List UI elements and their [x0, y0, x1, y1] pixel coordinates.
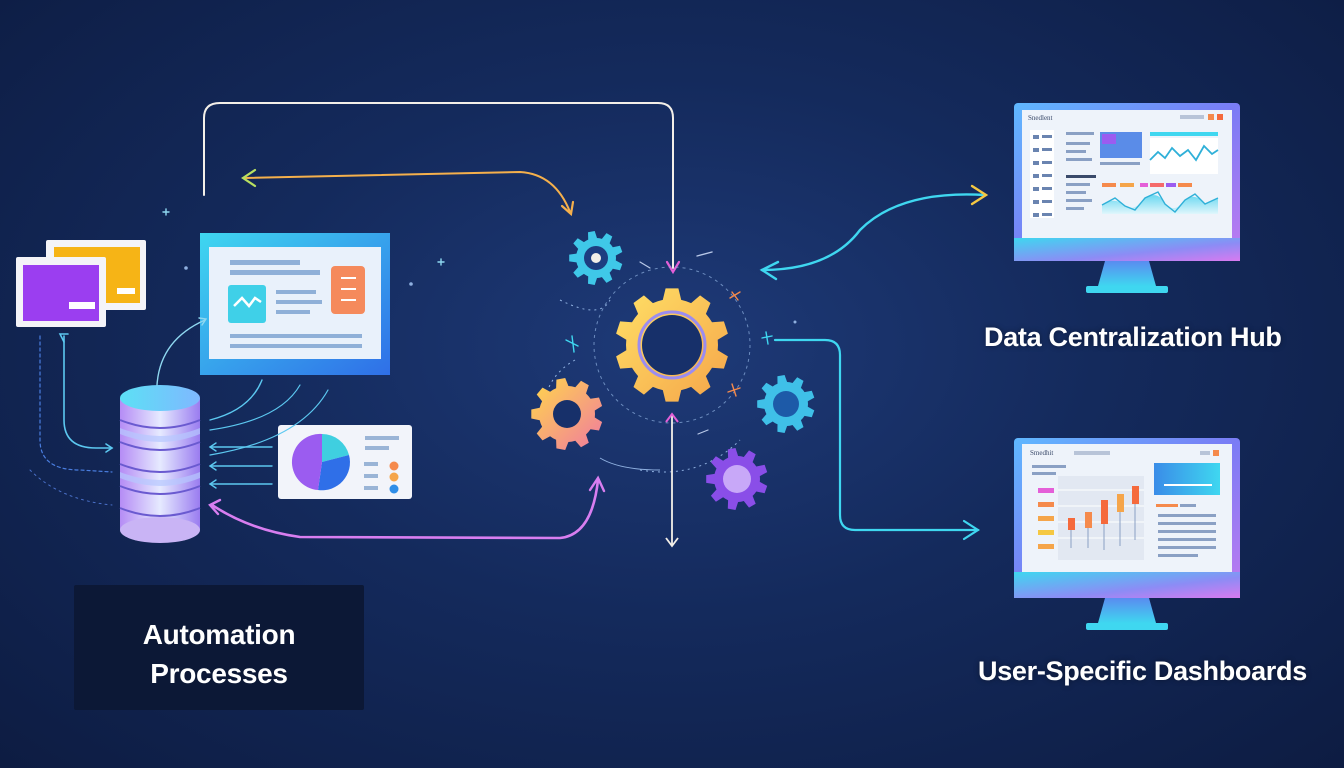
- dashboard-screen-brand: Smedhit: [1030, 449, 1053, 457]
- database-icon: [119, 385, 201, 543]
- automation-label-line-2: Processes: [150, 658, 288, 689]
- monitor-icon: Snedlent: [1014, 103, 1240, 293]
- data-centralization-hub-label: Data Centralization Hub: [984, 322, 1282, 352]
- document-window-icon: [200, 233, 390, 375]
- gear-icon: [757, 375, 815, 433]
- gear-cluster: [531, 231, 815, 510]
- automation-processes-label: Automation Processes: [74, 615, 364, 693]
- left-connectors: [29, 317, 329, 506]
- center-connectors: [543, 266, 751, 548]
- folder-window-icon: [16, 240, 146, 327]
- user-specific-dashboards-label: User-Specific Dashboards: [978, 656, 1307, 686]
- gear-icon: [531, 378, 603, 450]
- sparkle-icons: [162, 208, 797, 435]
- right-connectors: [759, 184, 989, 541]
- monitor-icon: Smedhit: [1014, 438, 1240, 630]
- top-loop-arrows: [203, 102, 681, 275]
- hub-screen-brand: Snedlent: [1028, 114, 1053, 122]
- gear-icon: [706, 448, 768, 510]
- gear-center-dot: [591, 253, 601, 263]
- bottom-return-arrow: [208, 475, 606, 540]
- gear-icon: [616, 288, 728, 402]
- pie-chart-card-icon: [278, 425, 412, 499]
- mini-bar-chart: [1068, 486, 1139, 550]
- automation-processes-box: Automation Processes: [74, 585, 364, 710]
- automation-label-line-1: Automation: [142, 619, 296, 650]
